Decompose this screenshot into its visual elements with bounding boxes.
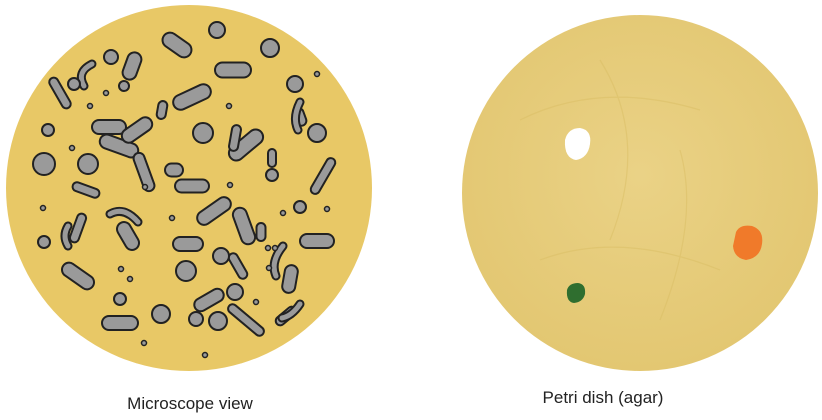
rod-cell [92, 120, 126, 134]
small-dot [203, 353, 208, 358]
round-cell [104, 50, 118, 64]
small-dot [315, 72, 320, 77]
petri-dish [462, 15, 818, 371]
small-dot [170, 216, 175, 221]
small-dot [228, 183, 233, 188]
round-cell [209, 22, 225, 38]
round-cell [119, 81, 129, 91]
round-cell [114, 293, 126, 305]
round-cell [287, 76, 303, 92]
microscope-caption: Microscope view [60, 394, 320, 414]
rod-cell [257, 223, 266, 241]
small-dot [119, 267, 124, 272]
round-cell [152, 305, 170, 323]
round-cell [33, 153, 55, 175]
round-cell [261, 39, 279, 57]
small-dot [227, 104, 232, 109]
rod-cell [215, 63, 251, 78]
round-cell [266, 169, 278, 181]
round-cell [68, 78, 80, 90]
small-dot [41, 206, 46, 211]
small-dot [281, 211, 286, 216]
round-cell [213, 248, 229, 264]
small-dot [267, 266, 272, 271]
small-dot [254, 300, 259, 305]
round-cell [209, 312, 227, 330]
round-cell [38, 236, 50, 248]
small-dot [104, 91, 109, 96]
rod-cell [173, 237, 203, 251]
round-cell [193, 123, 213, 143]
rod-cell [102, 316, 138, 330]
small-dot [325, 207, 330, 212]
rod-cell [165, 164, 183, 177]
round-cell [189, 312, 203, 326]
small-dot [70, 146, 75, 151]
agar-plate [462, 15, 818, 371]
rod-cell [300, 234, 334, 248]
round-cell [308, 124, 326, 142]
round-cell [78, 154, 98, 174]
small-dot [142, 341, 147, 346]
round-cell [176, 261, 196, 281]
round-cell [294, 201, 306, 213]
small-dot [143, 185, 148, 190]
microscope-view [6, 5, 372, 371]
petri-caption: Petri dish (agar) [473, 388, 733, 408]
small-dot [266, 246, 271, 251]
small-dot [128, 277, 133, 282]
rod-cell [268, 149, 276, 167]
round-cell [42, 124, 54, 136]
round-cell [227, 284, 243, 300]
small-dot [273, 246, 278, 251]
rod-cell [175, 180, 209, 193]
rod-cell [156, 100, 168, 119]
small-dot [88, 104, 93, 109]
